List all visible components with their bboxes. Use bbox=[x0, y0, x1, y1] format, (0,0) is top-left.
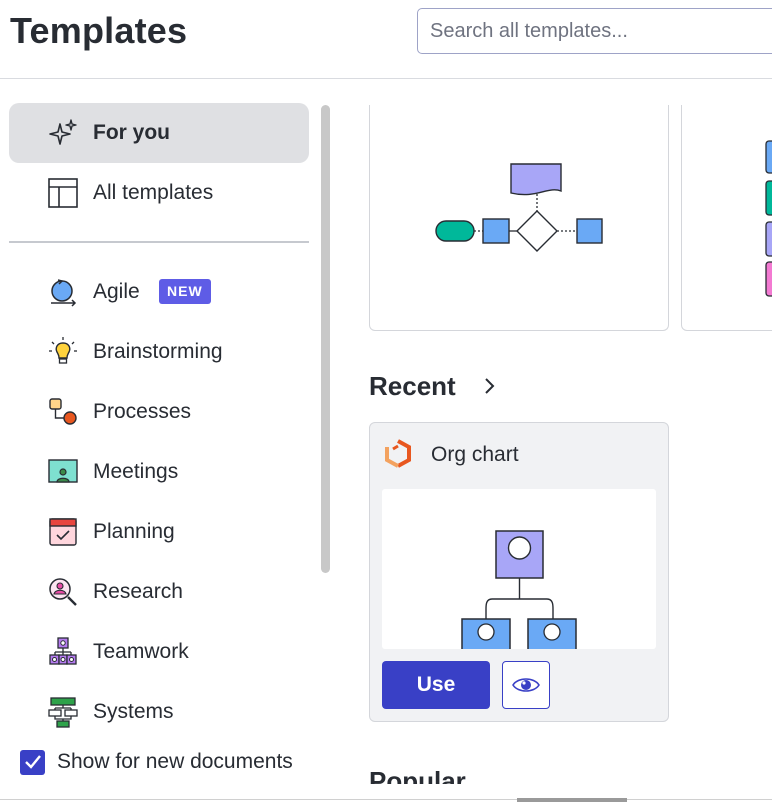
sidebar-item-label: Planning bbox=[93, 520, 175, 543]
org-chart-preview bbox=[382, 489, 656, 649]
sidebar-item-processes[interactable]: Processes bbox=[9, 382, 309, 442]
recent-card-org-chart[interactable]: Org chart Use bbox=[369, 422, 669, 722]
sidebar-scrollbar[interactable] bbox=[321, 105, 330, 573]
search-input[interactable] bbox=[430, 9, 770, 53]
sidebar-item-label: For you bbox=[93, 121, 170, 144]
use-template-button[interactable]: Use bbox=[382, 661, 490, 709]
layout-icon bbox=[47, 177, 79, 209]
lightbulb-icon bbox=[47, 336, 79, 368]
flowchart-preview bbox=[435, 163, 603, 252]
sidebar-item-for-you[interactable]: For you bbox=[9, 103, 309, 163]
page-title: Templates bbox=[10, 10, 188, 51]
recent-card-title: Org chart bbox=[431, 443, 519, 466]
show-for-new-documents-checkbox[interactable] bbox=[20, 749, 45, 775]
calendar-check-icon bbox=[47, 516, 79, 548]
sidebar-divider bbox=[9, 241, 309, 243]
new-badge: NEW bbox=[159, 279, 211, 304]
template-card-second[interactable] bbox=[681, 105, 772, 331]
sidebar-item-all-templates[interactable]: All templates bbox=[9, 163, 309, 223]
sidebar-item-label: Systems bbox=[93, 700, 174, 723]
systems-diagram-icon bbox=[47, 696, 79, 728]
research-magnifier-icon bbox=[47, 576, 79, 608]
sparkle-icon bbox=[47, 117, 79, 149]
sidebar: For you All templates Agile NEW bbox=[0, 80, 330, 802]
sidebar-item-meetings[interactable]: Meetings bbox=[9, 442, 309, 502]
process-flow-icon bbox=[47, 396, 79, 428]
sidebar-item-label: Research bbox=[93, 580, 183, 603]
recent-heading[interactable]: Recent bbox=[369, 371, 456, 401]
eye-icon bbox=[512, 678, 540, 692]
search-box[interactable] bbox=[417, 8, 772, 54]
check-icon bbox=[24, 755, 41, 769]
sidebar-item-label: Brainstorming bbox=[93, 340, 223, 363]
org-chart-icon bbox=[384, 439, 414, 469]
main-content: Recent Org chart Use bbox=[330, 80, 772, 802]
sidebar-item-label: All templates bbox=[93, 181, 214, 204]
bottom-border bbox=[0, 799, 772, 800]
sidebar-item-label: Teamwork bbox=[93, 640, 189, 663]
sidebar-item-label: Meetings bbox=[93, 460, 179, 483]
show-for-new-documents[interactable]: Show for new documents bbox=[20, 749, 293, 775]
chevron-right-icon[interactable] bbox=[480, 374, 500, 398]
sidebar-item-teamwork[interactable]: Teamwork bbox=[9, 622, 309, 682]
agile-cycle-icon bbox=[47, 276, 79, 308]
header: Templates bbox=[0, 0, 772, 79]
sidebar-item-systems[interactable]: Systems bbox=[9, 682, 309, 742]
meeting-screen-icon bbox=[47, 456, 79, 488]
sidebar-item-label: Processes bbox=[93, 400, 192, 423]
sidebar-item-brainstorming[interactable]: Brainstorming bbox=[9, 322, 309, 382]
show-for-new-documents-label: Show for new documents bbox=[57, 750, 293, 773]
popular-heading[interactable]: Popular bbox=[369, 766, 466, 784]
sidebar-item-research[interactable]: Research bbox=[9, 562, 309, 622]
sidebar-item-planning[interactable]: Planning bbox=[9, 502, 309, 562]
template-card-flowchart[interactable] bbox=[369, 105, 669, 331]
sidebar-item-agile[interactable]: Agile bbox=[9, 262, 309, 322]
template-preview-partial bbox=[765, 140, 772, 297]
team-hierarchy-icon bbox=[47, 636, 79, 668]
sidebar-item-label: Agile bbox=[93, 280, 140, 303]
preview-button[interactable] bbox=[502, 661, 550, 709]
horizontal-scrollbar[interactable] bbox=[517, 798, 627, 802]
